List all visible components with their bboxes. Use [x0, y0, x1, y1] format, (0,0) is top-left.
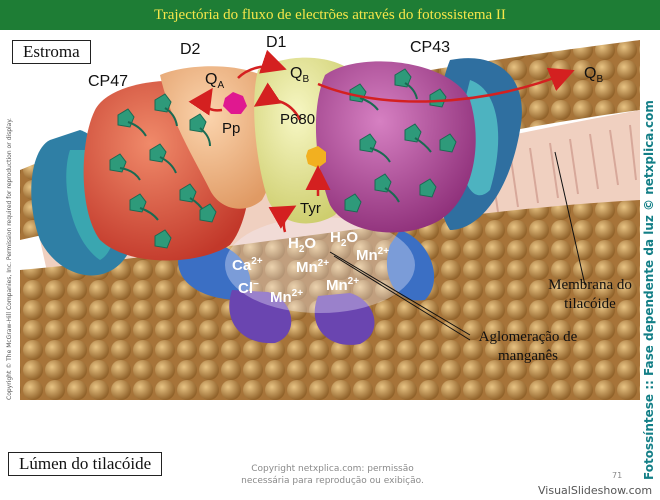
cp47-label: CP47: [88, 73, 128, 90]
copyright-side-text: Copyright © The McGraw-Hill Companies, I…: [6, 118, 13, 400]
footer-copyright-line1: Copyright netxplica.com: permissão: [251, 464, 414, 474]
calcium-label: Ca2+: [232, 256, 263, 274]
arrow-p680-to-pp: [253, 82, 302, 121]
source-side-text: Fotossíntese :: Fase dependente da luz ©…: [642, 100, 656, 480]
qa-label: QA: [205, 71, 224, 91]
pheophytin-molecule: [223, 92, 247, 114]
electron-flow-arrows: [188, 49, 575, 233]
d2-label: D2: [180, 41, 201, 58]
callout-lines: [329, 151, 586, 341]
cluster-callout-line1: Aglomeração de: [478, 329, 578, 345]
arrow-pp-to-qa: [188, 87, 223, 116]
cluster-callout-line2: manganês: [498, 348, 558, 364]
oxygen-evolving-proteins: [178, 217, 435, 345]
cluster-callout: Aglomeração de manganês: [458, 328, 598, 366]
arrow-water-to-tyr: [268, 205, 297, 233]
footer-copyright: Copyright netxplica.com: permissão neces…: [225, 463, 440, 487]
water-label-1: H2O: [288, 235, 316, 255]
p680-label: P680: [280, 111, 315, 128]
slide-title-text: Trajectória do fluxo de electrões atravé…: [154, 6, 506, 23]
lumen-label: Lúmen do tilacóide: [8, 452, 163, 476]
pp-label: Pp: [222, 120, 240, 137]
tyr-label: Tyr: [300, 200, 321, 217]
membrane-callout: Membrana do tilacóide: [540, 276, 640, 314]
manganese-label-1: Mn2+: [356, 246, 389, 264]
manganese-label-2: Mn2+: [296, 258, 329, 276]
chloride-label: Cl−: [238, 279, 259, 297]
arrow-qb-to-membrane: [317, 67, 575, 103]
manganese-label-4: Mn2+: [270, 288, 303, 306]
ion-labels: H2O H2O Ca2+ Cl− Mn2+ Mn2+ Mn2+ Mn2+: [232, 229, 389, 306]
d1-label: D1: [266, 34, 287, 51]
cp43-label: CP43: [410, 39, 450, 56]
qb-label: QB: [290, 65, 309, 85]
watermark: VisualSlideshow.com: [538, 484, 653, 497]
footer-copyright-line2: necessária para reprodução ou exibição.: [241, 476, 424, 486]
chlorophyll-molecules: [109, 68, 457, 249]
stroma-label: Estroma: [12, 40, 91, 64]
membrane-callout-line2: tilacóide: [564, 296, 616, 312]
water-label-2: H2O: [330, 229, 358, 249]
arrow-qa-to-qb: [237, 49, 287, 79]
slide-title: Trajectória do fluxo de electrões atravé…: [0, 0, 660, 30]
p680-molecule: [306, 146, 326, 168]
qb-out-label: QB: [584, 65, 603, 85]
manganese-label-3: Mn2+: [326, 276, 359, 294]
page-number: 71: [612, 471, 623, 480]
membrane-callout-line1: Membrana do: [548, 277, 632, 293]
